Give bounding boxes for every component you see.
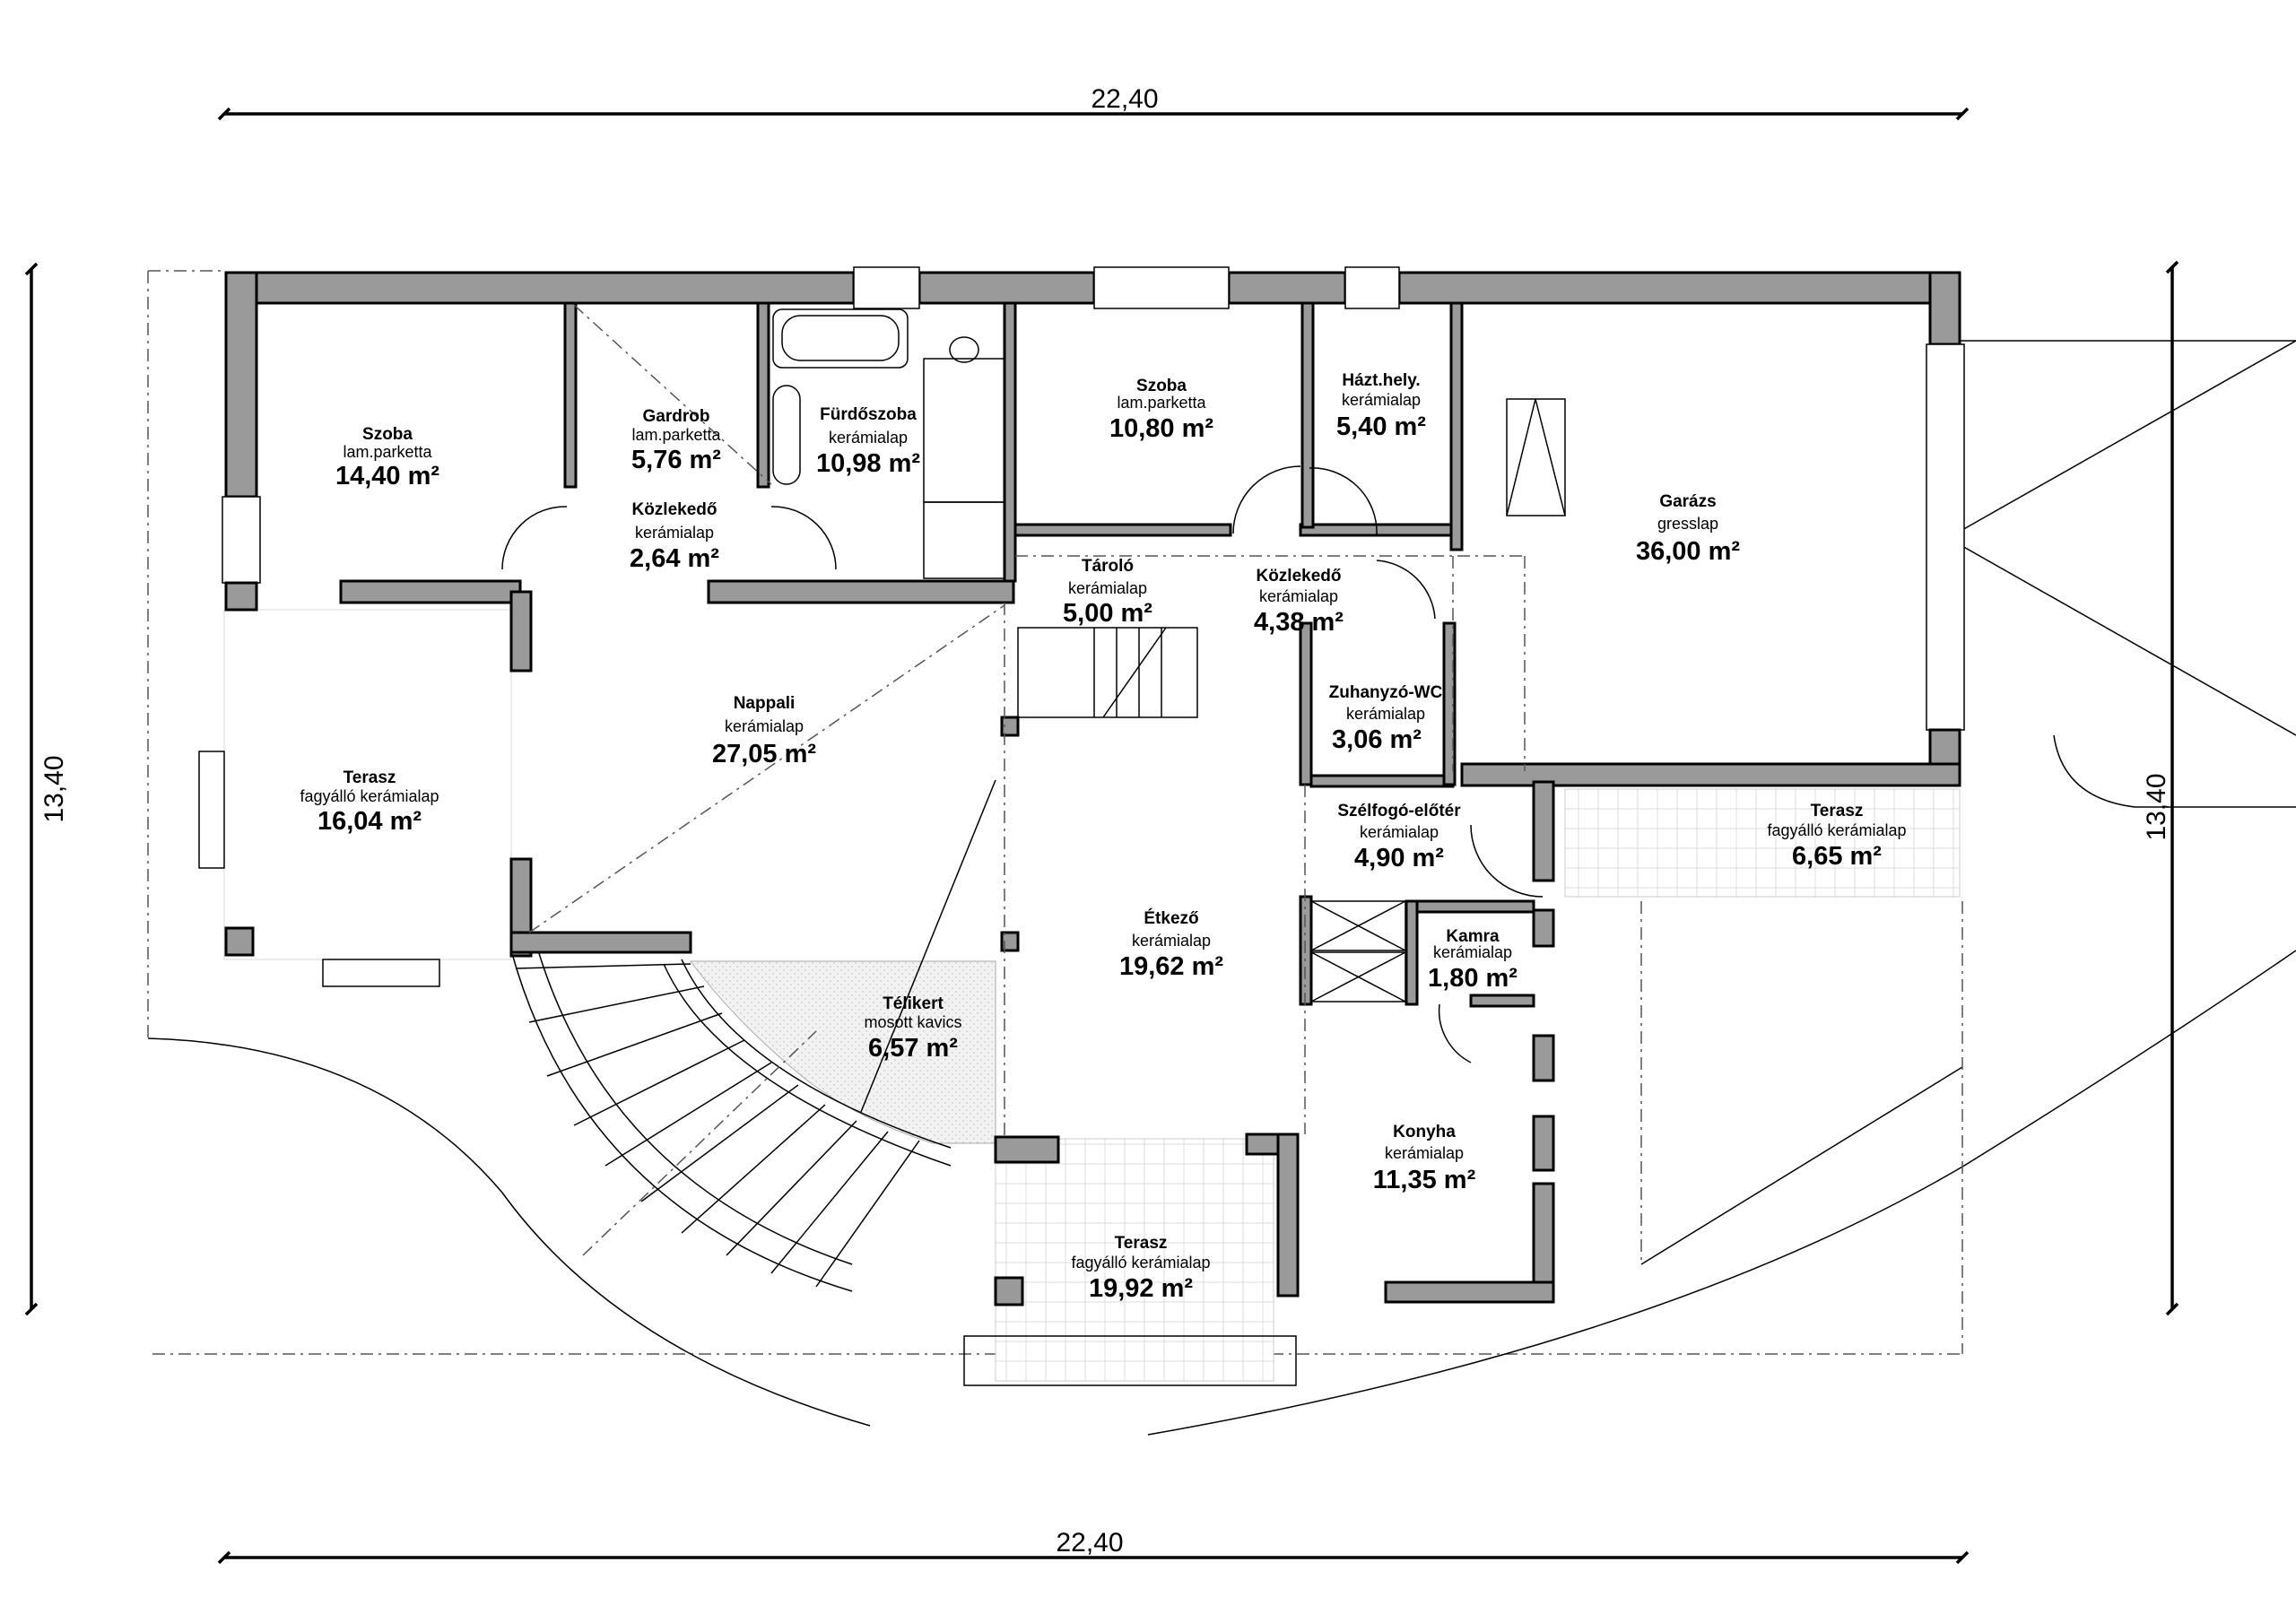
fixtures <box>501 304 1566 1137</box>
room-floor: kerámialap <box>1068 579 1147 597</box>
room-name: Szélfogó-előtér <box>1337 802 1461 820</box>
room-floor: kerámialap <box>1385 1144 1464 1162</box>
room-kamra: Kamra kerámialap 1,80 m² <box>1428 927 1518 993</box>
room-floor: kerámialap <box>829 429 908 447</box>
room-name: Terasz <box>1811 802 1864 820</box>
room-haztartasi: Házt.hely. kerámialap 5,40 m² <box>1336 371 1426 441</box>
room-name: Szoba <box>1136 377 1187 395</box>
room-floor: kerámialap <box>1132 932 1211 950</box>
room-name: Gardrob <box>643 407 710 426</box>
room-floor: fagyálló kerámialap <box>300 787 439 805</box>
walls <box>222 266 1965 1306</box>
room-area: 10,80 m² <box>1109 414 1213 443</box>
dimension-left-label: 13,40 <box>39 755 69 822</box>
room-area: 6,65 m² <box>1792 842 1882 871</box>
room-name: Közlekedő <box>1256 567 1341 586</box>
room-floor: lam.parketta <box>1117 394 1206 412</box>
room-terasz-1: Terasz fagyálló kerámialap 16,04 m² <box>300 768 439 836</box>
room-kozlekedo-1: Közlekedő kerámialap 2,64 m² <box>630 500 719 573</box>
room-etkezo: Étkező kerámialap 19,62 m² <box>1119 908 1223 981</box>
room-area: 5,00 m² <box>1063 599 1152 628</box>
room-floor: kerámialap <box>635 524 714 542</box>
room-name: Zuhanyzó-WC <box>1329 683 1443 702</box>
room-gardrob: Gardrob lam.parketta 5,76 m² <box>631 407 721 474</box>
room-area: 3,06 m² <box>1332 725 1422 754</box>
dimension-bottom: 22,40 <box>217 1528 1970 1565</box>
room-terasz-3: Terasz fagyálló kerámialap 19,92 m² <box>1071 1234 1210 1303</box>
dimension-left: 13,40 <box>24 262 69 1316</box>
terrace-west-paving <box>223 609 512 960</box>
room-name: Terasz <box>344 768 396 787</box>
room-name: Terasz <box>1115 1234 1168 1253</box>
room-name: Házt.hely. <box>1342 371 1420 390</box>
room-name: Kamra <box>1446 927 1500 946</box>
room-name: Nappali <box>734 694 796 713</box>
room-name: Tároló <box>1082 557 1134 576</box>
dimension-bottom-label: 22,40 <box>1056 1528 1123 1558</box>
room-szoba-1: Szoba lam.parketta 14,40 m² <box>335 425 439 490</box>
room-floor: fagyálló kerámialap <box>1767 821 1906 839</box>
room-floor: gresslap <box>1657 515 1718 533</box>
room-area: 5,40 m² <box>1336 412 1426 441</box>
room-area: 14,40 m² <box>335 462 439 490</box>
room-szelfogo-eloter: Szélfogó-előtér kerámialap 4,90 m² <box>1337 802 1461 872</box>
room-area: 4,38 m² <box>1254 608 1344 637</box>
room-area: 10,98 m² <box>816 449 920 478</box>
room-name: Télikert <box>883 994 944 1013</box>
room-name: Étkező <box>1144 908 1198 928</box>
room-floor: kerámialap <box>725 717 804 735</box>
room-name: Szoba <box>362 425 413 444</box>
terrace-west-step <box>322 959 440 987</box>
room-floor: kerámialap <box>1259 587 1338 605</box>
room-floor: lam.parketta <box>631 426 721 444</box>
room-name: Garázs <box>1659 492 1716 511</box>
terrace-south-paving <box>995 1138 1274 1382</box>
terrace-south-step <box>963 1335 1297 1386</box>
room-garazs: Garázs gresslap 36,00 m² <box>1636 492 1740 566</box>
terrace-west-side-step <box>198 751 225 869</box>
room-floor: kerámialap <box>1433 943 1512 961</box>
room-telikert: Télikert mosott kavics 6,57 m² <box>864 994 961 1063</box>
room-floor: kerámialap <box>1360 823 1439 841</box>
room-name: Közlekedő <box>631 500 717 519</box>
room-area: 19,62 m² <box>1119 952 1223 981</box>
room-tarolo: Tároló kerámialap 5,00 m² <box>1063 557 1152 628</box>
dimension-top: 22,40 <box>217 84 1970 121</box>
room-area: 27,05 m² <box>712 740 816 768</box>
room-szoba-2: Szoba lam.parketta 10,80 m² <box>1109 377 1213 443</box>
curved-stair <box>510 950 952 1292</box>
room-terasz-2: Terasz fagyálló kerámialap 6,65 m² <box>1767 802 1906 871</box>
room-area: 4,90 m² <box>1354 844 1444 872</box>
room-area: 1,80 m² <box>1428 964 1518 993</box>
room-zuhanyzo-wc: Zuhanyzó-WC kerámialap 3,06 m² <box>1329 683 1443 754</box>
room-area: 6,57 m² <box>868 1034 958 1063</box>
room-floor: kerámialap <box>1346 705 1425 723</box>
room-area: 19,92 m² <box>1089 1274 1193 1303</box>
winter-garden-gravel <box>690 960 996 1144</box>
room-konyha: Konyha kerámialap 11,35 m² <box>1373 1123 1476 1194</box>
room-area: 5,76 m² <box>631 446 721 474</box>
room-floor: lam.parketta <box>343 443 432 461</box>
room-area: 11,35 m² <box>1373 1166 1476 1194</box>
dimension-top-label: 22,40 <box>1091 84 1158 114</box>
room-area: 16,04 m² <box>317 807 422 836</box>
room-floor: mosott kavics <box>864 1013 961 1031</box>
room-area: 36,00 m² <box>1636 537 1740 566</box>
room-furdoszoba: Fürdőszoba kerámialap 10,98 m² <box>816 405 920 478</box>
room-floor: fagyálló kerámialap <box>1071 1254 1210 1271</box>
room-name: Fürdőszoba <box>820 405 917 424</box>
room-floor: kerámialap <box>1342 391 1421 409</box>
terrace-east-paving <box>1564 788 1961 898</box>
room-name: Konyha <box>1393 1123 1456 1141</box>
room-kozlekedo-2: Közlekedő kerámialap 4,38 m² <box>1254 567 1344 637</box>
room-area: 2,64 m² <box>630 544 719 573</box>
room-nappali: Nappali kerámialap 27,05 m² <box>712 694 816 768</box>
dimension-right: 13,40 <box>2142 260 2179 1316</box>
